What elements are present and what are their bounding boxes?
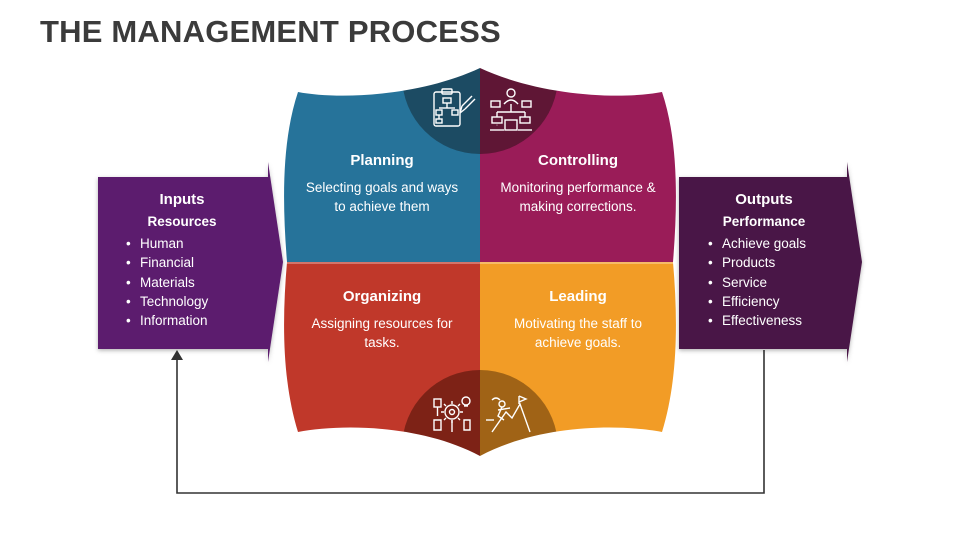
- leading-description: Motivating the staff to achieve goals.: [513, 316, 643, 350]
- leading-heading: Leading: [549, 288, 607, 305]
- list-item: •Achieve goals: [708, 236, 807, 251]
- outputs-heading: Outputs: [735, 191, 793, 208]
- inputs-list: •Human •Financial •Materials •Technology…: [112, 234, 252, 330]
- list-item: •Information: [126, 313, 208, 329]
- org-chart-clipboard-icon: [433, 88, 476, 127]
- list-item: •Materials: [126, 274, 195, 290]
- feedback-arrowhead: [171, 350, 183, 360]
- feedback-loop-line: [176, 350, 765, 494]
- organizing-panel: Organizing Assigning resources for tasks…: [308, 288, 456, 352]
- controlling-panel: Controlling Monitoring performance & mak…: [496, 152, 660, 216]
- list-item: •Technology: [126, 293, 209, 309]
- list-item: •Service: [708, 274, 768, 290]
- list-item: •Financial: [126, 255, 195, 271]
- page-title: THE MANAGEMENT PROCESS: [40, 14, 501, 49]
- inputs-arrow-shape: [98, 162, 283, 362]
- planning-description: Selecting goals and ways to achieve them: [305, 180, 459, 214]
- organizing-description: Assigning resources for tasks.: [311, 316, 453, 350]
- planning-heading: Planning: [350, 152, 414, 169]
- outputs-list: •Achieve goals •Products •Service •Effic…: [694, 234, 834, 330]
- controlling-description: Monitoring performance & making correcti…: [500, 180, 656, 214]
- organizing-heading: Organizing: [342, 288, 422, 305]
- climber-flag-icon: [486, 395, 531, 433]
- hierarchy-people-icon: [490, 88, 532, 131]
- list-item: •Effectiveness: [708, 313, 803, 329]
- controlling-heading: Controlling: [538, 152, 618, 169]
- planning-panel: Planning Selecting goals and ways to ach…: [300, 152, 464, 216]
- leading-panel: Leading Motivating the staff to achieve …: [502, 288, 654, 352]
- inputs-heading: Inputs: [159, 191, 205, 208]
- outputs-subheading: Performance: [722, 214, 806, 229]
- gear-idea-icon: [433, 396, 471, 432]
- outputs-panel: Outputs Performance •Achieve goals •Prod…: [694, 191, 834, 330]
- inputs-panel: Inputs Resources •Human •Financial •Mate…: [112, 191, 252, 330]
- list-item: •Efficiency: [708, 293, 780, 309]
- list-item: •Human: [126, 236, 184, 251]
- inputs-subheading: Resources: [147, 214, 217, 229]
- list-item: •Products: [708, 255, 776, 271]
- outputs-arrow-shape: [679, 162, 862, 362]
